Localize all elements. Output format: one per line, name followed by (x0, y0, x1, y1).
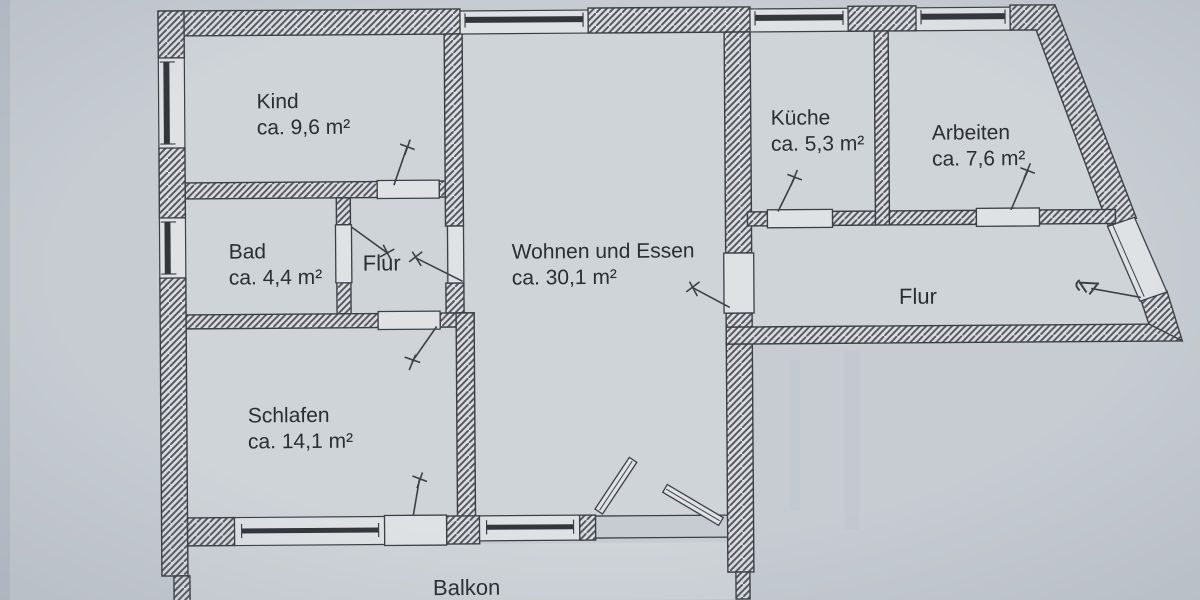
photo-artifacts (0, 0, 1200, 600)
floorplan-page: { "plan": { "type": "apartment-floorplan… (0, 0, 1200, 600)
floorplan-drawing: Kind ca. 9,6 m² Bad ca. 4,4 m² Flur Schl… (0, 0, 1200, 600)
